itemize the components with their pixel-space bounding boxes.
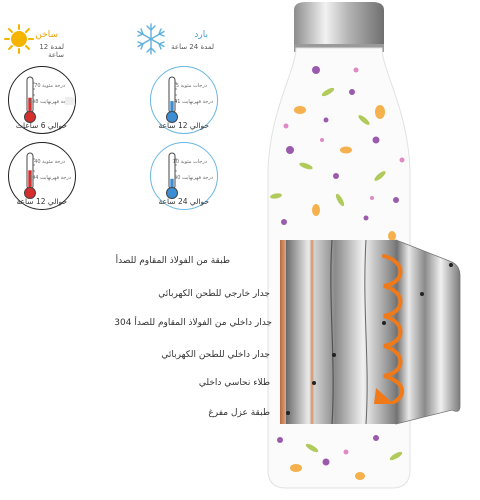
gauge-time: حوالي 6 ساعات (15, 121, 67, 130)
pointer-dot (312, 381, 316, 385)
gauge-time: حوالي 12 ساعة (16, 197, 67, 206)
cold-subtitle: لمدة 24 ساعة (171, 43, 214, 51)
pointer-dot (332, 353, 336, 357)
layer-label-electropolished-outer: جدار خارجي للطحن الكهربائي (158, 289, 270, 299)
snowflake-icon (134, 22, 168, 56)
gauge-bottom-reading: 158 درجة فهرنهايت (28, 99, 71, 105)
gauge-time: حوالي 24 ساعة (158, 197, 209, 206)
layer-label-vacuum-insulation: طبقة عزل مفرغ (208, 408, 270, 418)
layer-label-stainless-outer: طبقة من الفولاذ المقاوم للصدأ (115, 256, 230, 266)
gauge-cold-24h: 10 درجات مئوية 50 درجة فهرنهايت حوالي 24… (150, 142, 218, 210)
pointer-dot (449, 263, 453, 267)
cold-title: بارد (194, 30, 208, 40)
pointer-dot (286, 411, 290, 415)
hot-subtitle: لمدة 12 ساعة (39, 43, 64, 59)
hot-title: ساخن (35, 30, 58, 40)
gauge-hot-12h: 40 درجة مئوية 104 درجة فهرنهايت حوالي 12… (8, 142, 76, 210)
layer-label-stainless-304-inner: جدار داخلي من الفولاذ المقاوم للصدأ 304 (114, 318, 272, 328)
gauge-bottom-reading: 41 درجة فهرنهايت (174, 99, 213, 105)
gauge-time: حوالي 12 ساعة (158, 121, 209, 130)
gauge-hot-6h: 70 درجة مئوية 158 درجة فهرنهايت حوالي 6 … (8, 66, 76, 134)
gauge-bottom-reading: 104 درجة فهرنهايت (28, 175, 71, 181)
gauge-bottom-reading: 50 درجة فهرنهايت (174, 175, 213, 181)
gauge-top-reading: 10 درجات مئوية (172, 159, 207, 165)
gauge-top-reading: 40 درجة مئوية (34, 159, 65, 165)
gauge-badge (65, 97, 75, 105)
sun-icon (4, 24, 34, 54)
bottle-illustration (267, 2, 461, 489)
layer-label-electropolished-inner: جدار داخلي للطحن الكهربائي (161, 350, 270, 360)
pointer-dot (420, 292, 424, 296)
gauge-cold-12h: 5 درجات مئوية 41 درجة فهرنهايت حوالي 12 … (150, 66, 218, 134)
pointer-dot (382, 321, 386, 325)
gauge-top-reading: 70 درجة مئوية (34, 83, 65, 89)
layer-label-copper-coating: طلاء نحاسي داخلي (198, 378, 270, 388)
gauge-top-reading: 5 درجات مئوية (175, 83, 207, 89)
